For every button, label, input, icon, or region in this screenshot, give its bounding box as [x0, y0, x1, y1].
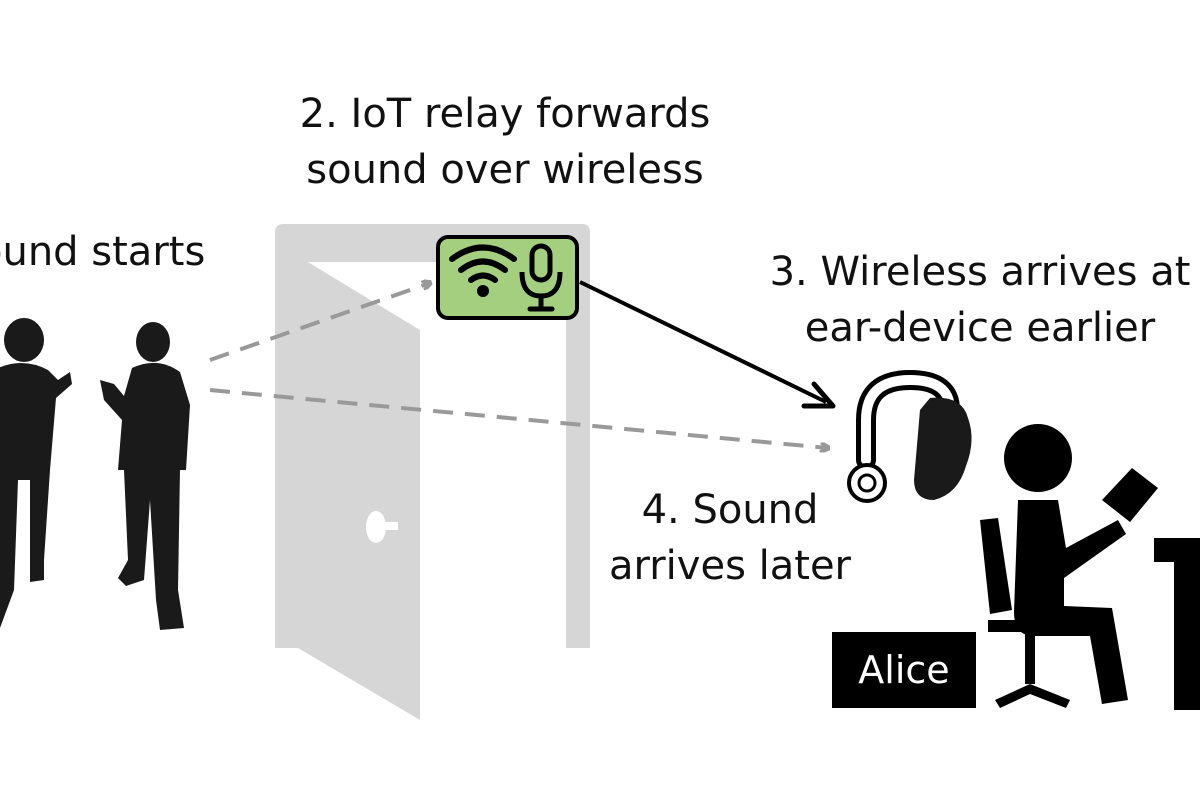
step-4-label: 4. Sound arrives later: [580, 482, 880, 594]
step-2-line-1: 2. IoT relay forwards: [299, 91, 711, 137]
wireless-arrow: [579, 280, 836, 409]
talking-people-silhouettes: [0, 318, 190, 630]
right-speaker-silhouette: [100, 322, 190, 630]
desk-icon: [1154, 538, 1200, 710]
wifi-icon: [449, 244, 517, 297]
step-1-label: ound starts: [0, 229, 206, 275]
iot-relay-box: [436, 235, 579, 320]
listener-head: [1004, 424, 1072, 492]
microphone-icon: [519, 243, 563, 312]
listener-name: Alice: [858, 648, 950, 692]
left-speaker-silhouette: [0, 318, 72, 628]
step-3-line-1: 3. Wireless arrives at: [769, 249, 1191, 295]
step-4-line-1: 4. Sound: [641, 487, 819, 533]
door-icon: [275, 224, 590, 720]
step-3-line-2: ear-device earlier: [804, 305, 1156, 351]
dashed-arrow-to-relay: [209, 283, 430, 362]
sound-paths: [209, 283, 828, 448]
step-4-line-2: arrives later: [608, 543, 851, 589]
chair-icon: [980, 518, 1072, 708]
step-3-label: 3. Wireless arrives at ear-device earlie…: [760, 244, 1200, 356]
listener-figure: [980, 424, 1200, 710]
book-icon: [1102, 468, 1158, 522]
step-2-label: 2. IoT relay forwards sound over wireles…: [255, 86, 755, 198]
listener-name-tag: Alice: [832, 632, 976, 708]
dashed-arrow-to-listener: [209, 388, 828, 448]
step-2-line-2: sound over wireless: [306, 147, 704, 193]
ear-device-icon: [847, 369, 972, 503]
listener-body: [1014, 500, 1128, 704]
